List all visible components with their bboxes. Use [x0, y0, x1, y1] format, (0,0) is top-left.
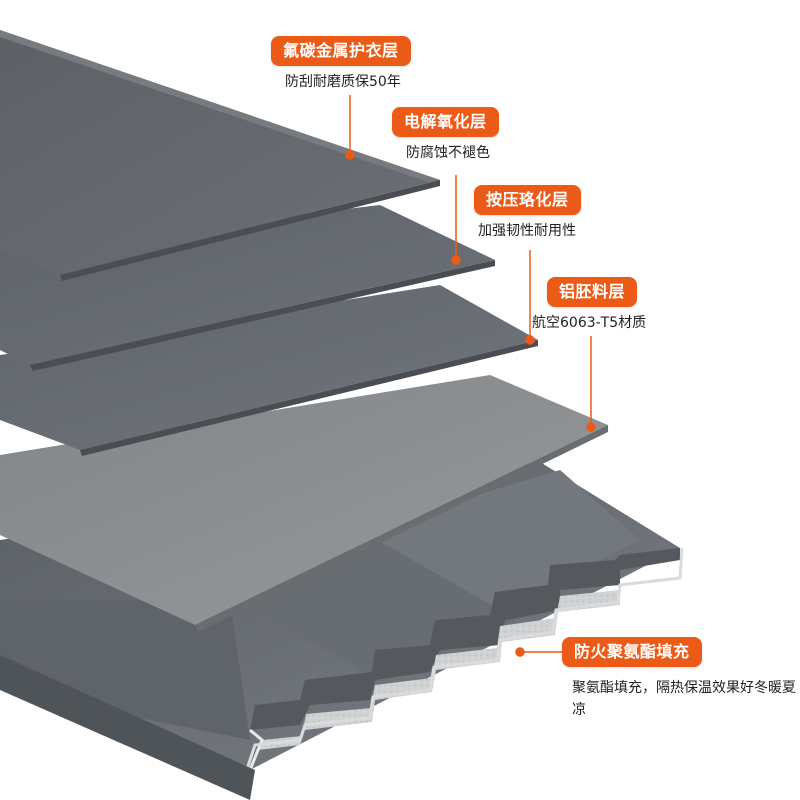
layer-2-desc: 防腐蚀不褪色 [406, 145, 490, 161]
layer-5-desc: 聚氨酯填充，隔热保温效果好冬暖夏凉 [572, 680, 796, 718]
leader-lines [345, 95, 596, 657]
layer-5-title: 防火聚氨酯填充 [562, 637, 702, 667]
layer-1-title: 氟碳金属护衣层 [271, 36, 411, 66]
layer-3-sheet [0, 285, 538, 450]
layer-1-desc: 防刮耐磨质保50年 [285, 74, 401, 90]
layer-3-title: 按压珞化层 [474, 185, 581, 215]
layer-3-desc: 加强韧性耐用性 [478, 223, 576, 239]
layer-4-desc: 航空6063-T5材质 [532, 315, 647, 331]
layer-4-title: 铝胚料层 [547, 277, 638, 307]
layer-2-title: 电解氧化层 [392, 107, 499, 137]
layer-1-sheet [0, 30, 440, 275]
